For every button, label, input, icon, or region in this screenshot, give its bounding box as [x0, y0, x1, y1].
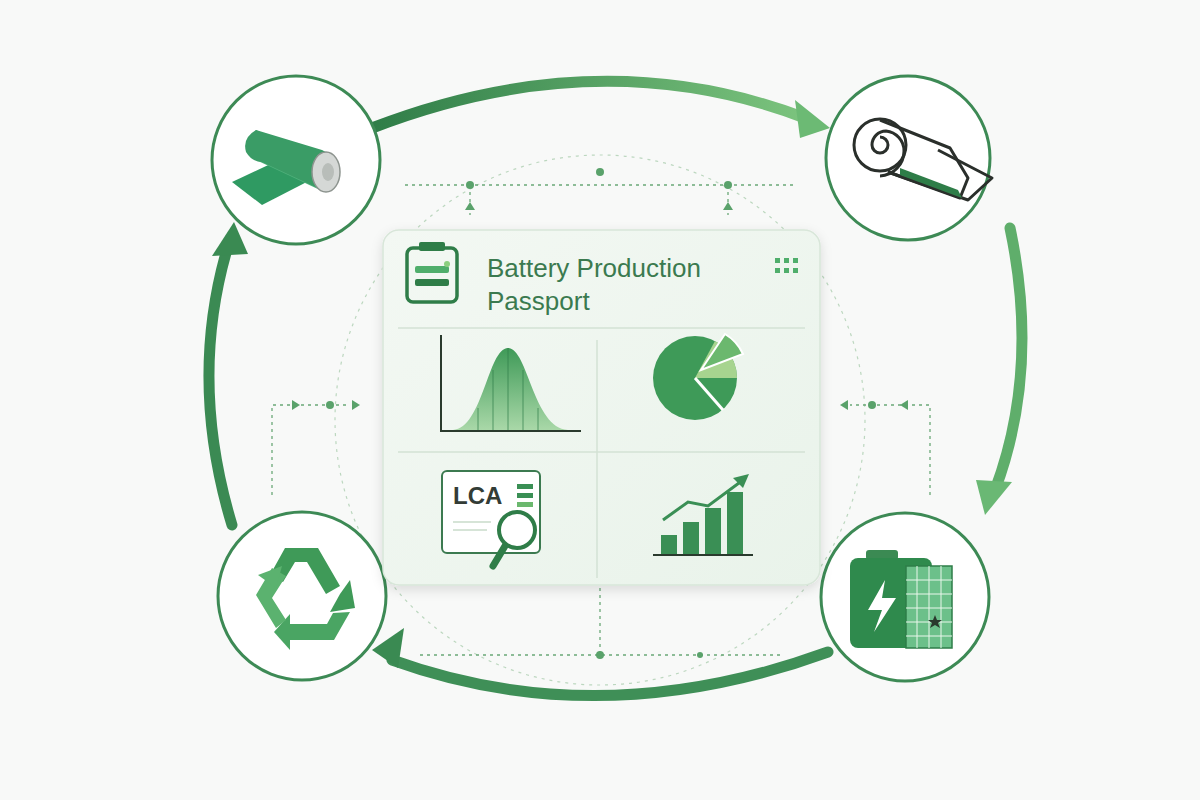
- lca-label: LCA: [453, 482, 502, 510]
- passport-panel: Battery Production PassportLCA: [383, 230, 820, 585]
- lca-card: LCA: [441, 470, 541, 554]
- panel-heading: Battery Production Passport: [487, 252, 772, 318]
